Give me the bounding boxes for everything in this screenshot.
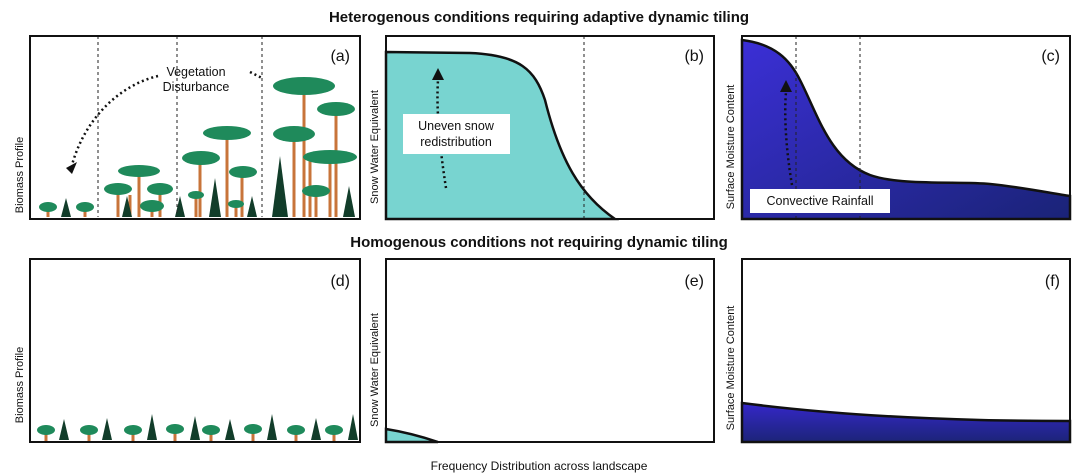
panel-a-annotation-line1: Vegetation	[166, 65, 225, 79]
panel-b-ylabel: Snow Water Equivalent	[369, 90, 381, 204]
panel-c-frame	[741, 35, 1071, 220]
panel-c-rainfall-arrow	[784, 91, 794, 186]
panel-d: (d) Biomass Profile	[14, 258, 361, 443]
panel-a-label: (a)	[330, 48, 350, 65]
disturbance-arrow-left	[70, 74, 159, 166]
panel-a-frame	[29, 35, 361, 220]
panel-b-frame	[385, 35, 715, 220]
panel-e-label: (e)	[684, 273, 704, 290]
arrow-head-icon	[432, 68, 444, 80]
panel-b: Uneven snow redistribution (b) Snow Wate…	[369, 35, 715, 221]
panel-a-annotation-line2: Disturbance	[163, 80, 230, 94]
top-title: Heterogenous conditions requiring adapti…	[329, 9, 749, 26]
panel-d-label: (d)	[330, 273, 350, 290]
panel-c: Convective Rainfall (c) Surface Moisture…	[725, 35, 1072, 221]
panel-f-frame	[741, 258, 1071, 443]
panel-e-frame	[385, 258, 715, 443]
panel-c-annotation: Convective Rainfall	[767, 194, 874, 208]
panel-f-label: (f)	[1045, 273, 1060, 290]
panel-e-ylabel: Snow Water Equivalent	[369, 313, 381, 427]
panel-b-annotation-box	[403, 114, 510, 154]
panel-b-label: (b)	[684, 48, 704, 65]
panel-b-annotation-line1: Uneven snow	[418, 119, 495, 133]
panel-a-ylabel: Biomass Profile	[14, 137, 26, 213]
panel-c-ylabel: Surface Moisture Content	[725, 85, 737, 210]
panel-a: Vegetation Disturbance (a) Biomass Profi…	[14, 35, 361, 220]
panel-b-annotation-line2: redistribution	[420, 135, 492, 149]
panel-d-vegetation	[37, 414, 358, 442]
panel-f-moisture-area	[740, 401, 1072, 444]
panel-f: (f) Surface Moisture Content	[725, 258, 1072, 444]
panel-c-label: (c)	[1041, 48, 1060, 65]
middle-title: Homogenous conditions not requiring dyna…	[350, 234, 728, 251]
panel-c-annotation-box	[750, 189, 890, 213]
panel-e: (e) Snow Water Equivalent	[369, 258, 715, 444]
panel-d-frame	[29, 258, 361, 443]
arrow-head-icon	[66, 162, 77, 174]
panel-e-snow-area	[384, 427, 439, 444]
x-axis-label: Frequency Distribution across landscape	[431, 459, 648, 473]
arrow-head-icon	[780, 80, 792, 92]
panel-a-vegetation	[39, 77, 357, 217]
panel-d-ylabel: Biomass Profile	[14, 347, 26, 423]
panel-f-ylabel: Surface Moisture Content	[725, 306, 737, 431]
disturbance-arrow-right	[249, 70, 263, 80]
